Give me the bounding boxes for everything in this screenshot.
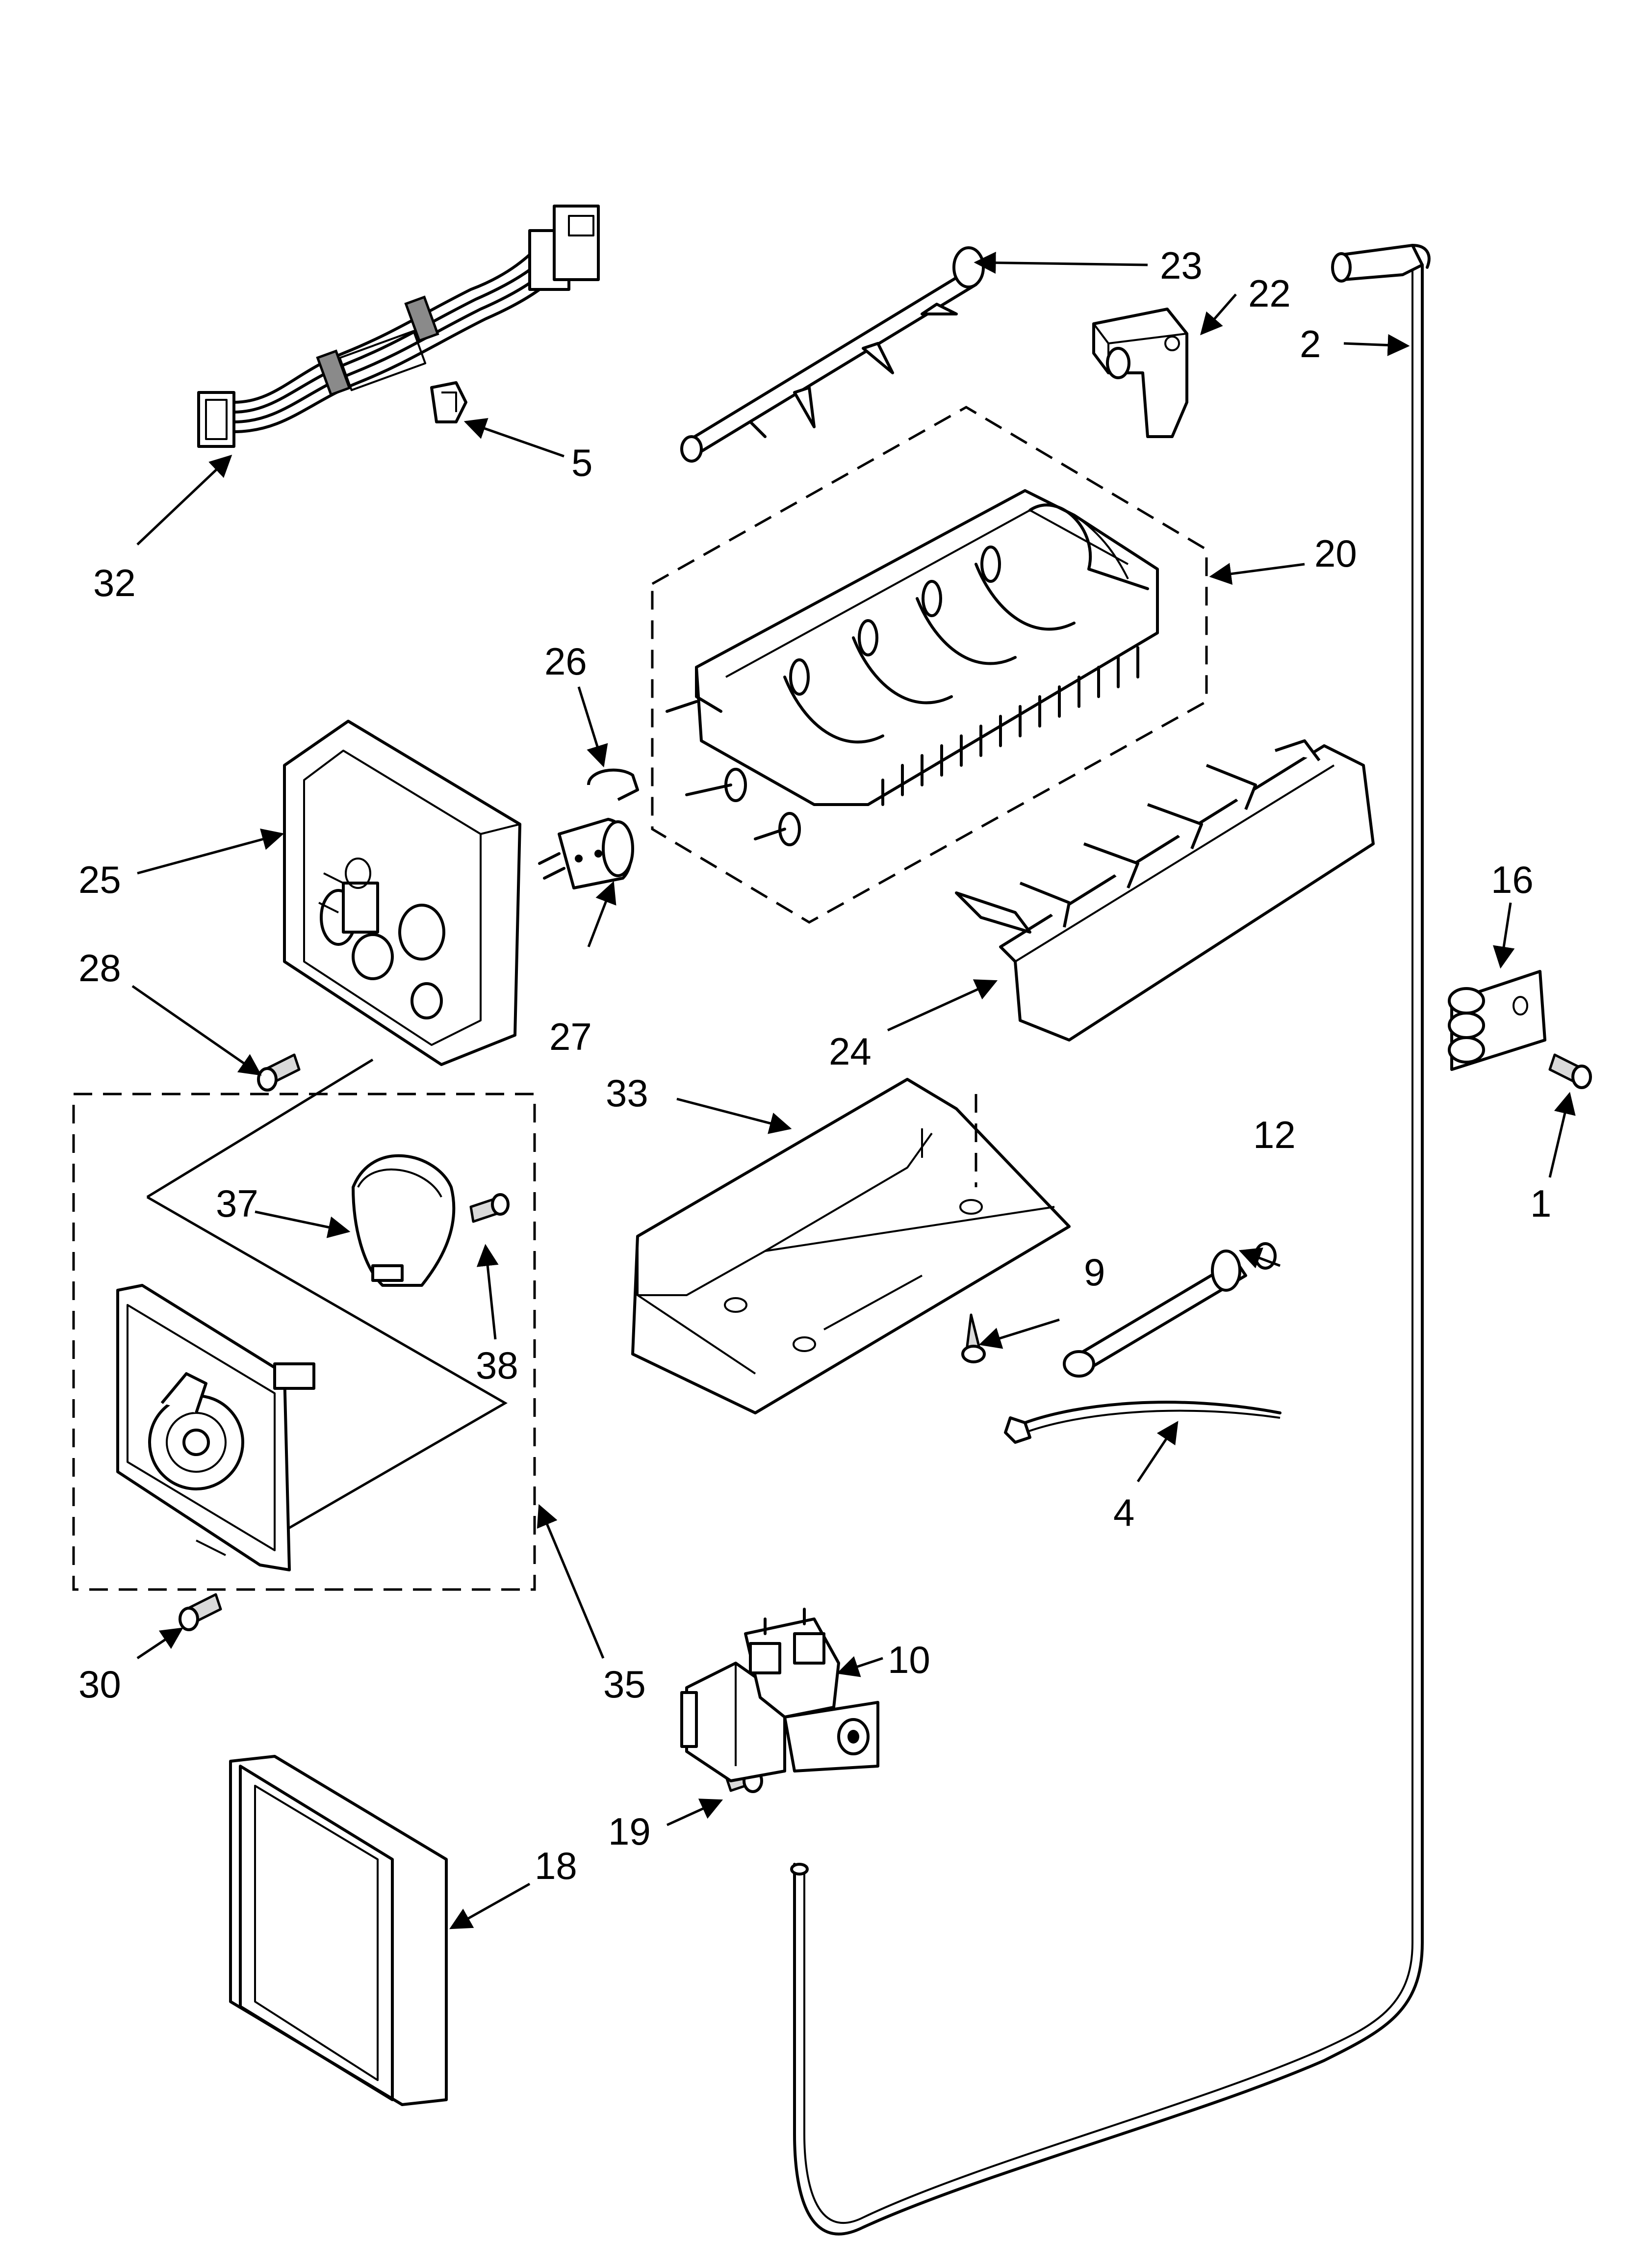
cover-part-18 [229, 1755, 448, 2106]
part-label-2: 2 [1300, 322, 1321, 365]
part-label-23: 23 [1160, 244, 1203, 287]
thermostat-part-27 [538, 818, 634, 889]
part-label-35: 35 [603, 1663, 646, 1706]
screw-part-1 [1548, 1053, 1592, 1089]
water-valve-part-10 [680, 1608, 879, 1782]
part-label-9: 9 [1084, 1251, 1105, 1294]
motor-module-part-35 [72, 1058, 536, 1591]
module-housing-part-25 [283, 720, 521, 1066]
bracket-part-22 [1092, 308, 1188, 438]
part-label-1: 1 [1530, 1182, 1551, 1225]
ice-mold-part-20 [651, 406, 1208, 924]
leader-lines [131, 252, 1576, 1929]
fill-tube-part-2 [790, 244, 1431, 2236]
tube-part-4 [1004, 1401, 1282, 1444]
part-label-33: 33 [606, 1071, 648, 1115]
ice-stripper-part-24 [955, 739, 1375, 1042]
part-label-30: 30 [78, 1663, 121, 1706]
part-label-27: 27 [549, 1015, 592, 1058]
ejector-shaft-part-23 [680, 246, 985, 463]
cover-plate-part-33 [631, 1078, 1071, 1414]
part-label-12: 12 [1253, 1113, 1296, 1156]
screw-part-30 [179, 1593, 222, 1631]
part-label-18: 18 [535, 1844, 577, 1887]
part-label-38: 38 [476, 1344, 518, 1387]
part-label-24: 24 [829, 1030, 872, 1073]
part-label-5: 5 [571, 441, 592, 484]
screw-part-9 [961, 1313, 986, 1363]
clip-part-26 [587, 768, 639, 801]
part-label-32: 32 [93, 561, 136, 604]
part-label-25: 25 [78, 858, 121, 901]
part-label-26: 26 [544, 640, 587, 683]
part-label-20: 20 [1314, 532, 1357, 575]
part-label-19: 19 [608, 1810, 651, 1853]
part-label-28: 28 [78, 946, 121, 990]
part-label-37: 37 [216, 1182, 258, 1225]
part-label-10: 10 [888, 1638, 930, 1681]
clamp-part-16 [1448, 970, 1546, 1071]
part-label-4: 4 [1113, 1491, 1134, 1534]
part-label-22: 22 [1248, 272, 1291, 315]
wire-harness-part-32 [197, 205, 600, 448]
part-labels: 23 22 2 5 32 20 26 25 16 28 27 24 33 1 3… [78, 244, 1551, 1887]
tube-part-12 [1063, 1242, 1277, 1378]
screw-part-28 [257, 1053, 301, 1092]
part-label-16: 16 [1491, 858, 1534, 901]
